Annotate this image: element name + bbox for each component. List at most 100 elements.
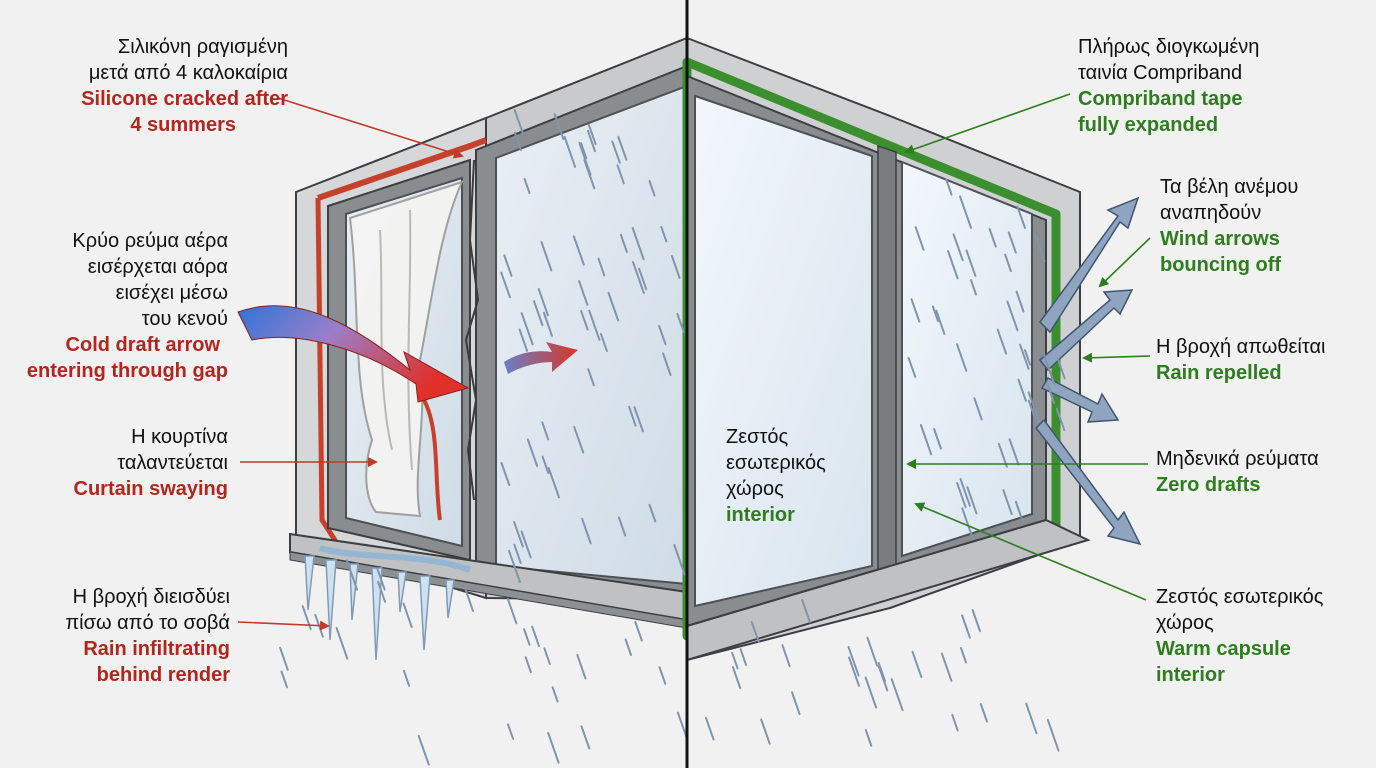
label-wind: Τα βέλη ανέμου αναπηδούν Wind arrows bou… <box>1160 174 1298 278</box>
rain-streak <box>1016 205 1026 229</box>
label-center-en-1: interior <box>726 504 795 526</box>
label-silicone-gr-2: μετά από 4 καλοκαίρια <box>88 62 288 84</box>
rain-streak <box>673 543 686 576</box>
rain-streak <box>1004 253 1012 273</box>
rain-streak <box>952 233 964 262</box>
rain-streak <box>279 646 289 671</box>
label-zero-drafts-gr: Μηδενικά ρεύματα <box>1156 448 1319 470</box>
label-silicone-en-1: Silicone cracked after <box>81 88 288 110</box>
rain-streak <box>979 703 988 723</box>
right-sealed-pane <box>901 160 1033 558</box>
rain-streak <box>1015 290 1025 313</box>
rain-streak <box>607 291 620 322</box>
rain-streak <box>563 136 577 168</box>
label-rain-repelled-gr: Η βροχή απωθείται <box>1156 336 1326 358</box>
rain-streak <box>402 602 413 629</box>
label-center-gr-2: εσωτερικός <box>726 452 826 474</box>
rain-streak <box>705 716 715 741</box>
label-cold-draft: Κρύο ρεύμα αέρα εισέρχεται αόρα εισέχει … <box>27 228 228 384</box>
rain-streak <box>1056 357 1066 380</box>
rain-streak <box>335 627 349 660</box>
rain-streak <box>961 507 974 540</box>
label-compriband: Πλήρως διογκωμένη ταινία Compriband Comp… <box>1078 34 1259 138</box>
rain-streak <box>947 250 959 280</box>
rain-streak <box>973 397 983 421</box>
rain-streak <box>524 656 532 674</box>
rain-streak <box>864 676 878 709</box>
rain-streak <box>500 462 511 487</box>
rain-streak <box>1025 702 1038 735</box>
rain-streak <box>960 647 967 664</box>
label-draft-gr-4: του κενού <box>141 308 228 330</box>
label-curtain: Η κουρτίνα ταλαντεύεται Curtain swaying <box>74 424 228 502</box>
small-draft-arrow <box>504 342 578 374</box>
rain-streak <box>518 328 529 352</box>
label-draft-gr-3: εισέχει μέσω <box>115 282 228 304</box>
wind-arrows <box>1035 196 1142 546</box>
rain-streak <box>1027 391 1040 423</box>
label-draft-gr-1: Κρύο ρεύμα αέρα <box>72 230 228 252</box>
rain-streak <box>676 312 685 334</box>
label-compriband-gr-2: ταινία Compriband <box>1078 62 1243 84</box>
rain-streak <box>464 587 474 612</box>
rain-streak <box>731 666 742 689</box>
rain-streak <box>914 226 925 251</box>
rain-streak <box>628 405 637 427</box>
label-wind-en-2: bouncing off <box>1160 254 1282 276</box>
rain-streak <box>631 227 645 261</box>
label-center-gr-3: χώρος <box>726 478 784 500</box>
rain-streak <box>633 406 644 433</box>
rain-streak <box>541 421 550 441</box>
rain-streak <box>611 140 621 164</box>
label-rain-repelled: Η βροχή απωθείται Rain repelled <box>1156 334 1325 386</box>
rain-streak <box>801 599 811 624</box>
rain-streak <box>1008 438 1020 466</box>
rain-streak <box>523 178 531 194</box>
label-wind-en-1: Wind arrows <box>1160 228 1280 250</box>
label-rain-gr-2: πίσω από το σοβά <box>65 612 230 634</box>
rain-streak <box>781 644 791 668</box>
rain-streak <box>877 665 889 692</box>
rain-streak <box>961 614 971 639</box>
rain-streak <box>617 516 627 537</box>
rain-streaks <box>279 109 1066 766</box>
rain-streak <box>619 233 628 253</box>
rain-streak <box>280 670 288 689</box>
rain-streak <box>533 300 544 327</box>
rain-streak <box>588 309 601 341</box>
rain-streak <box>634 621 643 642</box>
label-warm-capsule: Ζεστός εσωτερικός χώρος Warm capsule int… <box>1156 584 1323 688</box>
rain-streak <box>1055 407 1066 432</box>
rain-streak <box>523 628 531 646</box>
rain-streak <box>513 543 522 564</box>
rain-streak <box>580 725 591 750</box>
rain-streak <box>597 257 606 277</box>
cracked-silicone-top <box>317 137 488 201</box>
rain-streak <box>508 549 521 584</box>
rain-streak <box>760 718 771 745</box>
rain-streak <box>537 287 549 317</box>
rain-streak <box>547 467 560 499</box>
left-window-leaky <box>237 36 688 661</box>
rain-streak <box>951 713 959 732</box>
rain-streak <box>658 666 667 685</box>
rain-streak <box>864 728 873 747</box>
rain-streak <box>848 656 860 687</box>
rain-streak <box>940 652 953 682</box>
rain-streak <box>660 225 668 243</box>
rain-streak <box>580 309 589 331</box>
rain-streak <box>543 647 551 666</box>
rain-streak <box>513 520 524 548</box>
rain-streak <box>616 164 625 185</box>
label-capsule-en-1: Warm capsule <box>1156 638 1291 660</box>
rain-streak <box>520 312 534 346</box>
rain-streak <box>1042 352 1056 386</box>
rain-streak <box>731 651 739 670</box>
rain-streak <box>377 581 387 603</box>
rain-streak <box>507 723 515 740</box>
rain-streak <box>890 678 904 712</box>
label-capsule-en-2: interior <box>1156 664 1225 686</box>
rain-streak <box>617 135 628 161</box>
rain-streak <box>1019 343 1030 370</box>
